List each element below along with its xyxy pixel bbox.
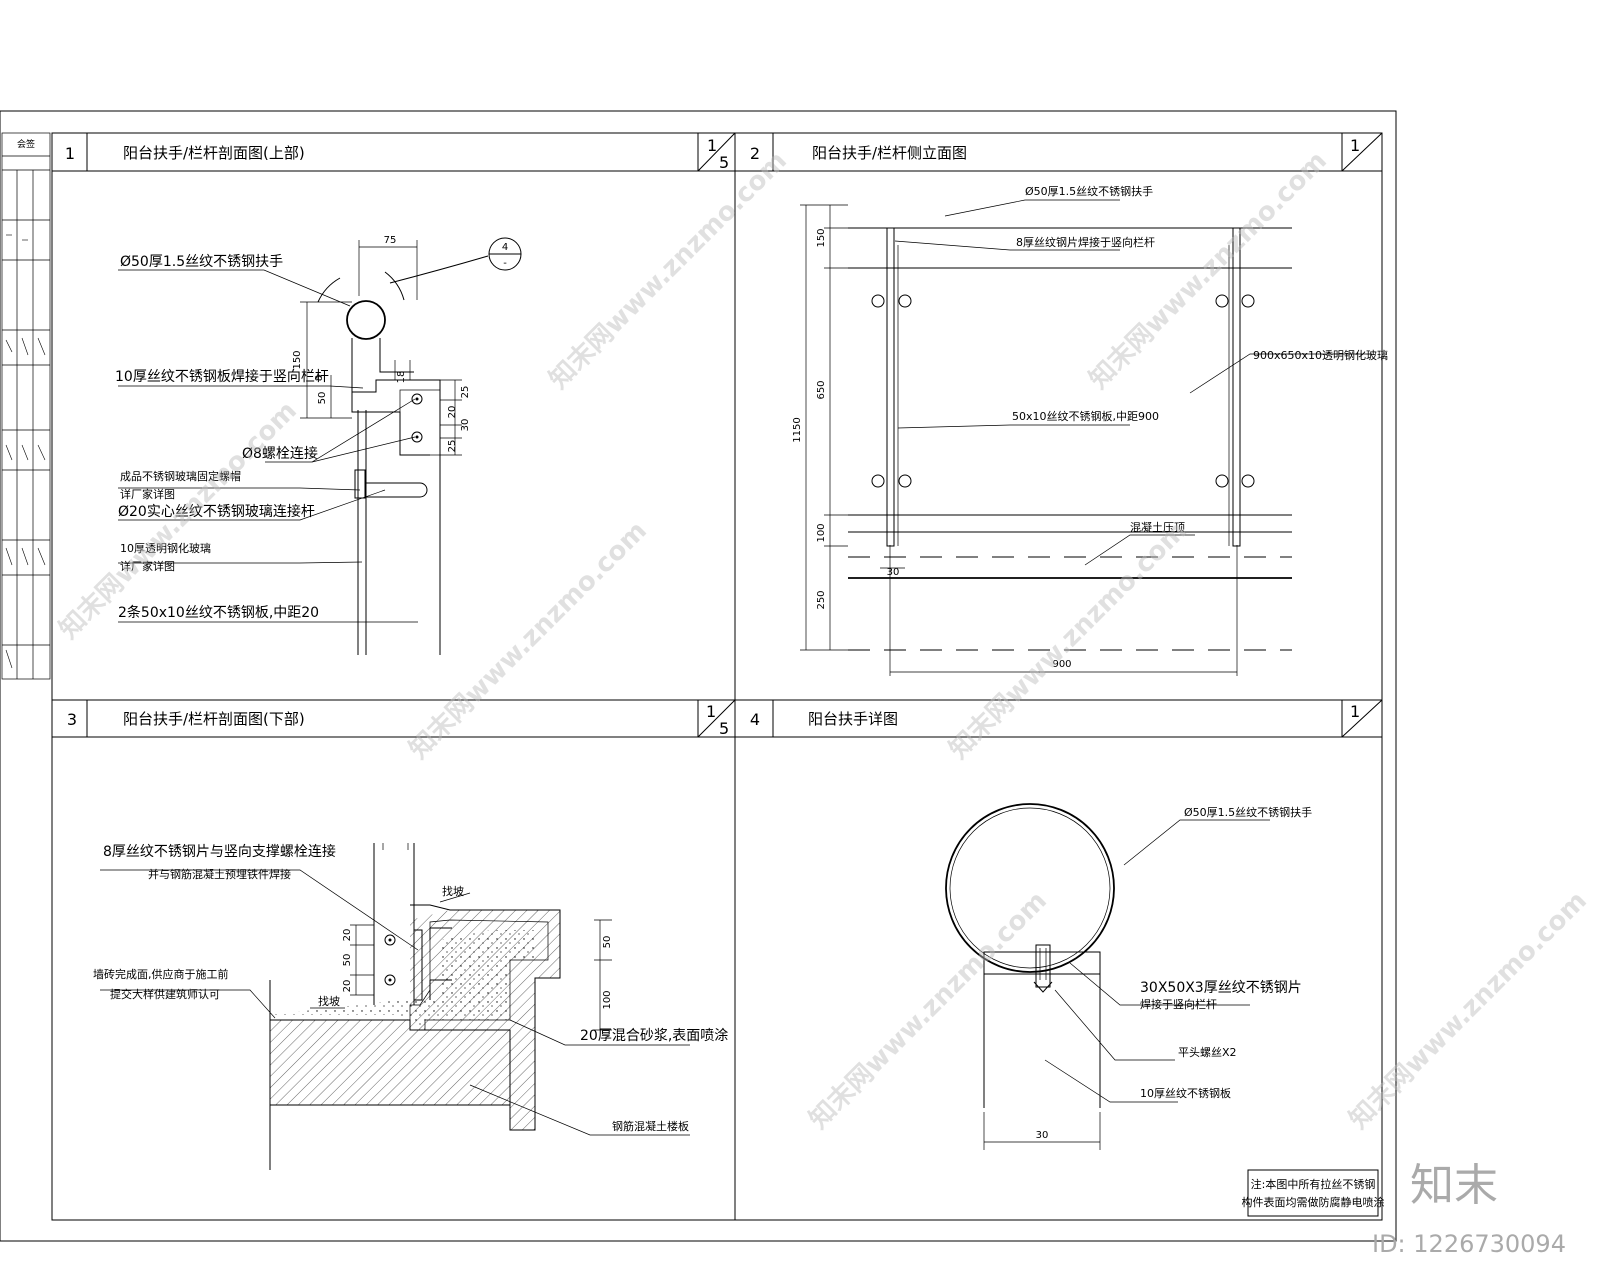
p2-dim-250: 250: [816, 590, 827, 609]
p1-label-bolt: Ø8螺栓连接: [242, 445, 318, 462]
p1-label-rod: Ø20实心丝纹不锈钢玻璃连接杆: [118, 503, 315, 520]
panel-4-title: 阳台扶手详图: [808, 710, 898, 728]
panel-4-scale-top: 1: [1350, 702, 1360, 721]
dim-150: 150: [292, 350, 303, 369]
p4-label-handrail: Ø50厚1.5丝纹不锈钢扶手: [1184, 805, 1312, 819]
main-frame: [51, 132, 1383, 1221]
p3-label-tile-note: 提交大样供建筑师认可: [110, 987, 220, 1001]
watermark-text: 知末网www.znzmo.com: [404, 516, 653, 765]
title-block: 会签: [1, 132, 51, 680]
panel-1-scale-top: 1: [707, 136, 717, 155]
panel-3-scale-bottom: 5: [719, 719, 729, 738]
dim-50: 50: [317, 392, 328, 405]
p4-label-screw: 平头螺丝X2: [1178, 1046, 1237, 1059]
panel-3-scale-top: 1: [706, 702, 716, 721]
panel-4-index: 4: [750, 710, 760, 729]
p3-label-slope: 找坡: [318, 994, 340, 1008]
panel-4-drawing: 30 Ø50厚1.5丝纹不锈钢扶手 30X50X3厚丝纹不锈钢片 焊接于竖向栏杆…: [945, 803, 1385, 1217]
detail-callout-top: 4: [502, 242, 508, 253]
p1-label-posts: 2条50x10丝纹不锈钢板,中距20: [118, 604, 319, 621]
watermark-logo: 知末: [1410, 1160, 1498, 1211]
p3-dim-100: 100: [602, 990, 613, 1009]
watermark-text: 知末网www.znzmo.com: [944, 516, 1193, 765]
p2-label-posts: 50x10丝纹不锈钢板,中距900: [1012, 409, 1159, 423]
p2-label-glass: 900x650x10透明钢化玻璃: [1253, 348, 1388, 362]
p3-label-mortar: 20厚混合砂浆,表面喷涂: [580, 1028, 728, 1044]
dim-75: 75: [384, 235, 397, 246]
detail-callout-bottom: -: [503, 258, 507, 269]
watermark-id: ID: 1226730094: [1372, 1230, 1566, 1258]
p2-dim-900: 900: [1052, 659, 1071, 670]
p2-dim-30: 30: [887, 567, 900, 578]
p1-label-nut: 成品不锈钢玻璃固定螺帽: [120, 469, 241, 483]
panel-1-title: 阳台扶手/栏杆剖面图(上部): [123, 144, 305, 162]
p2-dim-100: 100: [816, 523, 827, 542]
panel-1-header: 1 阳台扶手/栏杆剖面图(上部) 1 5: [52, 132, 736, 172]
p1-label-glass: 10厚透明钢化玻璃: [120, 541, 211, 555]
p4-dim-30: 30: [1036, 1130, 1049, 1141]
p4-label-plate: 30X50X3厚丝纹不锈钢片: [1140, 980, 1302, 996]
p3-label-plate: 8厚丝纹不锈钢片与竖向支撑螺栓连接: [103, 843, 336, 860]
p4-label-plate-weld: 焊接于竖向栏杆: [1140, 997, 1217, 1011]
dim-25a: 25: [460, 386, 471, 399]
panel-3-title: 阳台扶手/栏杆剖面图(下部): [123, 710, 305, 728]
panel-1-scale-bottom: 5: [719, 153, 729, 172]
p1-label-glass-ref: 详厂家详图: [120, 559, 175, 573]
sheet-border: [0, 110, 1397, 1242]
p3-label-slab: 钢筋混凝土楼板: [612, 1119, 689, 1133]
p3-label-weld: 并与钢筋混凝土预埋铁件焊接: [148, 867, 291, 881]
note-line-1: 注:本图中所有拉丝不锈钢: [1251, 1177, 1376, 1191]
title-block-label: 会签: [17, 138, 35, 150]
p2-dim-650: 650: [816, 380, 827, 399]
panel-2-scale-top: 1: [1350, 136, 1360, 155]
p3-label-tile: 墙砖完成面,供应商于施工前: [93, 967, 229, 981]
p2-label-steel: 8厚丝纹钢片焊接于竖向栏杆: [1016, 235, 1155, 249]
handrail-section: [346, 300, 386, 340]
p3-label-slope-top: 找坡: [442, 884, 464, 898]
p2-dim-150: 150: [816, 228, 827, 247]
watermark-text: 知末网www.znzmo.com: [544, 146, 793, 395]
watermark-text: 知末网www.znzmo.com: [1344, 886, 1593, 1135]
dim-25b: 25: [447, 440, 458, 453]
panel-3-index: 3: [67, 710, 77, 729]
panel-4-header: 4 阳台扶手详图 1: [735, 699, 1383, 738]
handrail-detail-circle: [945, 803, 1115, 973]
panel-3-header: 3 阳台扶手/栏杆剖面图(下部) 1 5: [52, 699, 736, 738]
dim-18: 18: [396, 371, 407, 384]
panel-1-index: 1: [65, 144, 75, 163]
p3-dim-50b: 50: [602, 936, 613, 949]
watermark-text: 知末网www.znzmo.com: [804, 886, 1053, 1135]
note-box: [1247, 1169, 1379, 1217]
dim-20: 20: [447, 406, 458, 419]
p3-dim-50a: 50: [342, 954, 353, 967]
p2-label-handrail: Ø50厚1.5丝纹不锈钢扶手: [1025, 184, 1153, 198]
panel-2-drawing: 150 650 1150 100 250 30 900 Ø50厚1.5丝纹不锈钢…: [792, 184, 1388, 676]
p2-dim-1150: 1150: [792, 417, 803, 442]
panel-2-header: 2 阳台扶手/栏杆侧立面图 1: [735, 132, 1383, 172]
panel-2-title: 阳台扶手/栏杆侧立面图: [812, 144, 967, 162]
dim-30: 30: [460, 419, 471, 432]
panel-3-drawing: 20 50 20 50 100 8厚丝纹不锈钢片与竖向支撑螺栓连接 并与钢筋混凝…: [93, 843, 728, 1170]
p1-label-plate: 10厚丝纹不锈钢板焊接于竖向栏杆: [115, 368, 329, 385]
p3-dim-20a: 20: [342, 929, 353, 942]
panel-1-drawing: 4 - 75 150 50 8 18: [115, 235, 522, 655]
note-line-2: 构件表面均需做防腐静电喷涂: [1242, 1195, 1385, 1209]
p1-label-nut-ref: 详厂家详图: [120, 487, 175, 501]
p2-label-coping: 混凝土压顶: [1130, 520, 1185, 534]
dim-8: 8: [314, 375, 325, 381]
panel-2-index: 2: [750, 144, 760, 163]
p1-label-handrail: Ø50厚1.5丝纹不锈钢扶手: [120, 254, 283, 270]
p3-dim-20b: 20: [342, 980, 353, 993]
p4-label-flatbar: 10厚丝纹不锈钢板: [1140, 1086, 1231, 1100]
